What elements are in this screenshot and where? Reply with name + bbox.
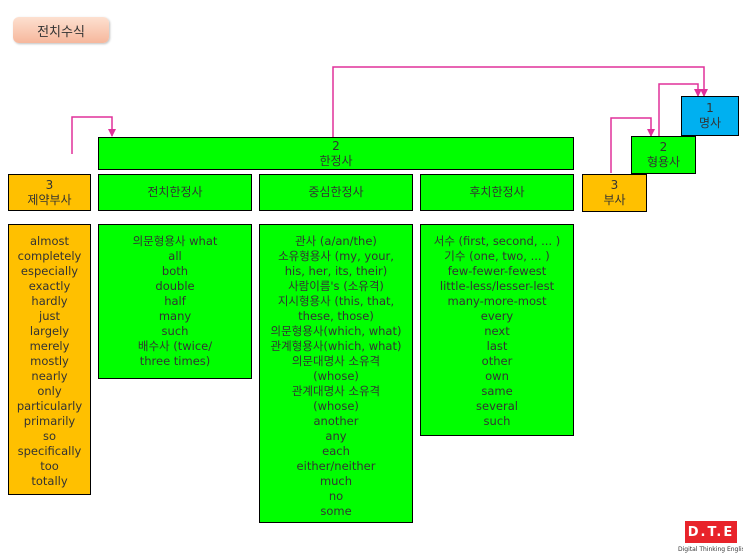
- arrow-adverb-to-determiner: [71, 116, 116, 154]
- page-title: 전치수식: [13, 17, 109, 43]
- list-item: 관계형용사(which, what): [270, 339, 402, 353]
- adjective-box: 2 형용사: [631, 136, 696, 174]
- list-item: three times): [139, 354, 211, 368]
- adverb-number: 3: [610, 178, 619, 192]
- list-item: 관사 (a/an/the): [295, 234, 377, 248]
- modifier-adverb-label: 제약부사: [27, 192, 72, 207]
- list-item: 소유형용사 (my, your,: [278, 249, 394, 263]
- list-item: other: [481, 354, 513, 368]
- list-item: largely: [29, 324, 70, 338]
- list-item: almost: [30, 234, 69, 248]
- list-item: such: [161, 324, 189, 338]
- determiner-box: 2 한정사: [98, 137, 574, 170]
- list-item: 의문대명사 소유격: [291, 354, 381, 368]
- list-item: little-less/lesser-lest: [439, 279, 555, 293]
- list-item: 사람이름's (소유격): [288, 279, 384, 293]
- list-item: 기수 (one, two, ... ): [444, 249, 550, 263]
- list-item: these, those): [298, 309, 374, 323]
- list-item: merely: [29, 339, 70, 353]
- list-item: last: [486, 339, 508, 353]
- list-item: hardly: [31, 294, 68, 308]
- list-item: every: [480, 309, 514, 323]
- central-determiner-list: 관사 (a/an/the)소유형용사 (my, your,his, her, i…: [259, 224, 413, 523]
- list-item: primarily: [23, 414, 76, 428]
- list-item: so: [42, 429, 57, 443]
- adverb-label: 부사: [603, 193, 626, 207]
- list-item: 서수 (first, second, ... ): [433, 234, 561, 248]
- list-item: both: [161, 264, 189, 278]
- page-title-text: 전치수식: [37, 24, 85, 40]
- list-item: no: [328, 489, 344, 503]
- list-item: mostly: [30, 354, 69, 368]
- list-item: especially: [20, 264, 79, 278]
- list-item: double: [155, 279, 195, 293]
- dte-logo: D.T.E: [685, 521, 737, 543]
- list-item: 지시형용사 (this, that,: [277, 294, 395, 308]
- noun-label: 명사: [698, 116, 722, 130]
- arrow-determiner-to-noun: [332, 66, 708, 137]
- list-item: just: [39, 309, 60, 323]
- list-item: exactly: [28, 279, 71, 293]
- list-item: much: [319, 474, 353, 488]
- list-item: any: [325, 429, 347, 443]
- logo-text: D.T.E: [687, 524, 735, 540]
- postdeterminer-list: 서수 (first, second, ... )기수 (one, two, ..…: [420, 224, 574, 436]
- list-item: few-fewer-fewest: [447, 264, 547, 278]
- list-item: next: [484, 324, 510, 338]
- central-determiner-label: 중심한정사: [308, 185, 364, 199]
- list-item: 관계대명사 소유격: [291, 384, 381, 398]
- list-item: each: [322, 444, 350, 458]
- predeterminer-header: 전치한정사: [98, 174, 252, 211]
- modifier-adverb-number: 3: [45, 177, 54, 192]
- postdeterminer-label: 후치한정사: [469, 185, 525, 199]
- list-item: all: [168, 249, 182, 263]
- list-item: either/neither: [296, 459, 376, 473]
- list-item: many: [158, 309, 192, 323]
- list-item: completely: [17, 249, 82, 263]
- noun-box: 1 명사: [681, 96, 739, 136]
- list-item: own: [485, 369, 509, 383]
- determiner-label: 한정사: [319, 153, 353, 168]
- adjective-number: 2: [659, 140, 668, 154]
- modifier-adverb-box: 3 제약부사: [8, 174, 91, 211]
- list-item: only: [37, 384, 62, 398]
- list-item: his, her, its, their): [284, 264, 388, 278]
- list-item: same: [481, 384, 513, 398]
- list-item: nearly: [31, 369, 68, 383]
- list-item: some: [320, 504, 352, 518]
- list-item: another: [313, 414, 359, 428]
- determiner-number: 2: [332, 138, 340, 153]
- list-item: 배수사 (twice/: [137, 339, 213, 353]
- logo-caption: Digital Thinking English: [678, 546, 743, 553]
- list-item: too: [40, 459, 59, 473]
- list-item: specifically: [17, 444, 82, 458]
- list-item: many-more-most: [447, 294, 547, 308]
- list-item: 의문형용사 what: [132, 234, 218, 248]
- arrow-adjective-to-noun: [658, 83, 702, 136]
- list-item: (whose): [313, 369, 359, 383]
- list-item: half: [164, 294, 186, 308]
- predeterminer-label: 전치한정사: [147, 185, 203, 199]
- list-item: 의문형용사(which, what): [270, 324, 402, 338]
- list-item: particularly: [16, 399, 83, 413]
- list-item: totally: [31, 474, 68, 488]
- postdeterminer-header: 후치한정사: [420, 174, 574, 211]
- adverb-box: 3 부사: [582, 174, 647, 212]
- adjective-label: 형용사: [646, 155, 681, 169]
- list-item: such: [483, 414, 511, 428]
- list-item: several: [476, 399, 518, 413]
- arrow-adverb-to-adjective: [610, 117, 655, 173]
- central-determiner-header: 중심한정사: [259, 174, 413, 211]
- list-item: (whose): [313, 399, 359, 413]
- noun-number: 1: [706, 101, 714, 115]
